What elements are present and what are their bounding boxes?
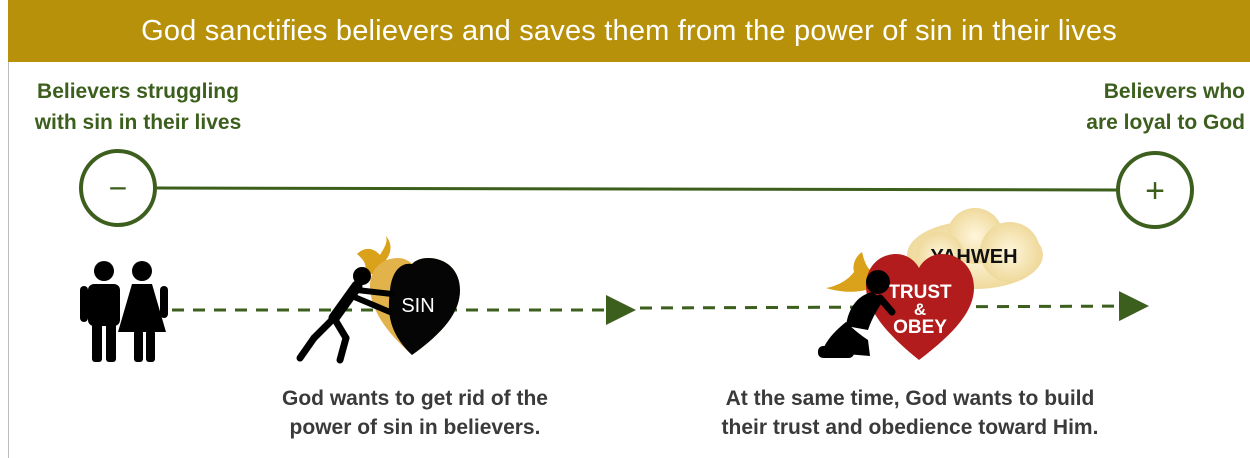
left-pole-label-line-2: with sin in their lives: [34, 111, 242, 134]
slide-frame: [8, 0, 1250, 458]
sin-heart: SIN: [370, 258, 460, 355]
right-pole-label: Believers who are loyal to God: [1040, 76, 1245, 138]
right-pole-label-line-1: Believers who: [1103, 80, 1245, 103]
trust-heart-line-2: &: [914, 300, 926, 319]
caption-right: At the same time, God wants to build the…: [665, 384, 1155, 442]
caption-right-line-2: their trust and obedience toward Him.: [721, 416, 1099, 439]
plus-symbol: +: [1145, 172, 1165, 210]
trust-heart-line-3: OBEY: [893, 317, 947, 338]
minus-pole: −: [79, 149, 157, 227]
kneeling-person-icon: [818, 270, 896, 358]
caption-left-line-1: God wants to get rid of the: [282, 387, 548, 410]
left-pole-label-line-1: Believers struggling: [37, 80, 239, 103]
sin-heart-label: SIN: [401, 295, 434, 317]
minus-symbol: −: [109, 170, 128, 206]
left-pole-label: Believers struggling with sin in their l…: [18, 76, 258, 138]
couple-icon: [80, 261, 168, 362]
caption-right-line-1: At the same time, God wants to build: [725, 387, 1095, 410]
trust-obey-heart: TRUST & OBEY: [866, 254, 974, 360]
trust-heart-line-1: TRUST: [888, 282, 952, 303]
pushing-person-icon: [296, 267, 395, 364]
page-title: God sanctifies believers and saves them …: [8, 0, 1250, 62]
caption-left-line-2: power of sin in believers.: [289, 416, 541, 439]
plus-pole: +: [1116, 151, 1194, 229]
right-pole-label-line-2: are loyal to God: [1086, 111, 1245, 134]
caption-left: God wants to get rid of the power of sin…: [230, 384, 600, 442]
spectrum-line: [156, 186, 1119, 192]
